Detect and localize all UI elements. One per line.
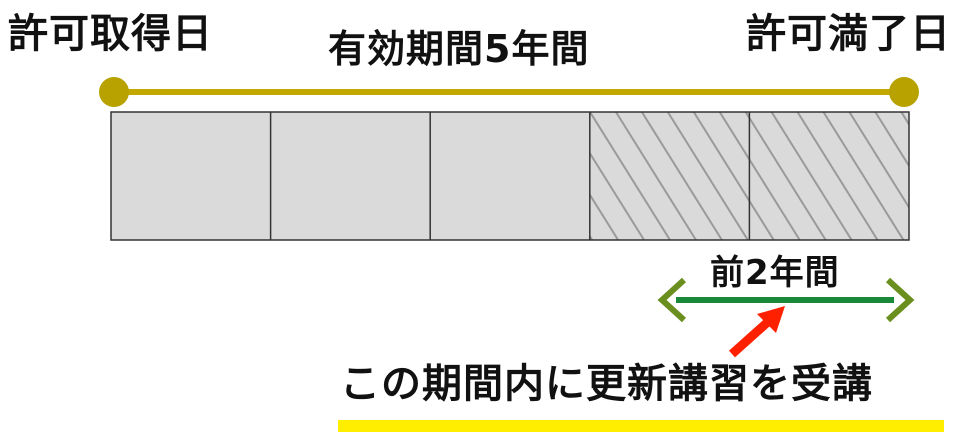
year-cell bbox=[111, 112, 271, 240]
double-headed-arrow-icon bbox=[657, 277, 915, 323]
instruction-highlight-underline bbox=[338, 420, 944, 432]
year-cells bbox=[110, 111, 910, 241]
permit-acquired-date-label: 許可取得日 bbox=[8, 11, 213, 57]
timeline-box-border bbox=[110, 111, 910, 241]
year-cell-hatched bbox=[589, 112, 750, 240]
permit-expiry-date-label: 許可満了日 bbox=[746, 11, 951, 57]
year-cell-hatched bbox=[749, 112, 909, 240]
renewal-instruction-label: この期間内に更新講習を受講 bbox=[340, 361, 873, 407]
validity-period-label: 有効期間5年間 bbox=[328, 27, 590, 71]
year-cell bbox=[430, 112, 590, 240]
year-cell bbox=[270, 112, 431, 240]
red-diagonal-arrow-icon bbox=[728, 306, 785, 358]
timeline-end-dot bbox=[889, 77, 919, 107]
renewal-window-label: 前2年間 bbox=[710, 253, 840, 293]
timeline-start-dot bbox=[99, 77, 129, 107]
